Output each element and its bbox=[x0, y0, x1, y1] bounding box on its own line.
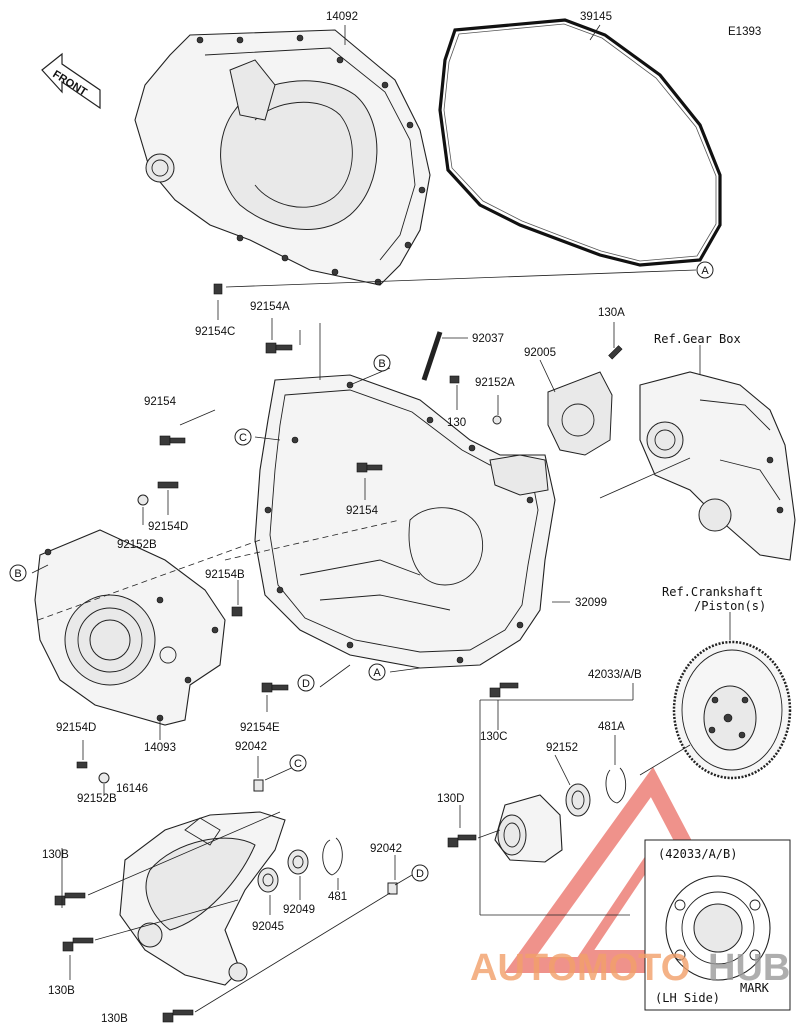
callout-c-bottom: C bbox=[289, 754, 307, 772]
washer-92152B-top bbox=[137, 494, 149, 506]
label-14093: 14093 bbox=[144, 742, 176, 754]
label-92037: 92037 bbox=[472, 333, 504, 345]
callout-d-bottom: D bbox=[411, 864, 429, 882]
one-way-clutch-42033 bbox=[494, 794, 563, 863]
label-92152A: 92152A bbox=[475, 377, 515, 389]
bolt-92154D-bottom bbox=[76, 761, 88, 769]
bearing-92152 bbox=[565, 783, 591, 817]
label-92045: 92045 bbox=[252, 921, 284, 933]
label-ref-crankshaft: Ref.Crankshaft bbox=[662, 585, 763, 599]
callout-c-top: C bbox=[234, 428, 252, 446]
clutch-cover-14092 bbox=[134, 29, 431, 286]
bolt-92154A bbox=[265, 342, 293, 354]
crankcase-cover-32099 bbox=[254, 374, 556, 669]
washer-92152B-bottom bbox=[98, 772, 110, 784]
label-130B-2: 130B bbox=[48, 985, 75, 997]
label-ref-gear-box: Ref.Gear Box bbox=[654, 332, 741, 346]
bolt-130D bbox=[447, 834, 477, 848]
circlip-481 bbox=[322, 837, 343, 876]
label-ref-piston: /Piston(s) bbox=[694, 599, 766, 613]
label-130C: 130C bbox=[480, 731, 508, 743]
housing-16146 bbox=[119, 811, 286, 986]
svg-text:C: C bbox=[294, 758, 302, 770]
bolt-130B-3 bbox=[162, 1009, 194, 1023]
label-32099: 32099 bbox=[575, 597, 607, 609]
svg-text:D: D bbox=[302, 678, 310, 690]
callout-d-mid: D bbox=[297, 674, 315, 692]
flywheel-reference bbox=[672, 640, 792, 780]
bolt-92154E bbox=[261, 682, 289, 693]
gasket-92005 bbox=[547, 371, 613, 456]
bolt-92154C bbox=[213, 283, 223, 295]
svg-text:A: A bbox=[373, 667, 381, 679]
bolt-92154-mid bbox=[356, 462, 383, 473]
bolt-130C bbox=[489, 682, 519, 698]
label-92154-left: 92154 bbox=[144, 396, 177, 408]
label-92154-mid: 92154 bbox=[346, 505, 379, 517]
label-92154D-bottom: 92154D bbox=[56, 722, 96, 734]
callout-a-top: A bbox=[696, 261, 714, 279]
label-16146: 16146 bbox=[116, 783, 148, 795]
label-39145: 39145 bbox=[580, 11, 612, 23]
label-130B-1: 130B bbox=[42, 849, 69, 861]
label-92154E: 92154E bbox=[240, 722, 280, 734]
washer-92152A bbox=[492, 415, 502, 425]
svg-text:B: B bbox=[14, 568, 21, 580]
label-130B-3: 130B bbox=[101, 1013, 128, 1025]
bolt-130A bbox=[608, 345, 623, 360]
label-92154D-top: 92154D bbox=[148, 521, 188, 533]
svg-text:B: B bbox=[378, 358, 385, 370]
bolt-130B-2 bbox=[62, 937, 94, 952]
label-92152: 92152 bbox=[546, 742, 578, 754]
watermark-text: AUTOMOTO HUB bbox=[470, 947, 790, 989]
label-92152B-top: 92152B bbox=[117, 539, 157, 551]
label-42033: 42033/A/B bbox=[588, 669, 642, 681]
leader-lines bbox=[31, 24, 731, 1013]
detail-box-title: (42033/A/B) bbox=[658, 847, 737, 861]
bolt-92154D-top bbox=[157, 481, 179, 489]
svg-text:D: D bbox=[416, 868, 424, 880]
label-92049: 92049 bbox=[283, 904, 315, 916]
callout-b-left: B bbox=[9, 564, 27, 582]
front-arrow-icon: FRONT bbox=[41, 52, 101, 110]
label-14092: 14092 bbox=[326, 11, 358, 23]
pin-92037 bbox=[421, 331, 443, 381]
label-92154A: 92154A bbox=[250, 301, 290, 313]
label-92042-bottom: 92042 bbox=[370, 843, 402, 855]
bolt-130B-1 bbox=[54, 892, 86, 906]
bolt-130 bbox=[449, 375, 460, 384]
bolt-92154-left bbox=[159, 435, 186, 446]
label-130A: 130A bbox=[598, 307, 625, 319]
label-92152B-bottom: 92152B bbox=[77, 793, 117, 805]
label-130: 130 bbox=[447, 417, 466, 429]
diagram-code: E1393 bbox=[728, 26, 761, 38]
bolt-92154B bbox=[231, 606, 243, 617]
watermark-part1: AUTOMOTO bbox=[470, 947, 690, 989]
detail-box: (42033/A/B) MARK (LH Side) bbox=[644, 839, 791, 1011]
callout-a-mid: A bbox=[368, 663, 386, 681]
callout-b-top: B bbox=[373, 354, 391, 372]
gear-box-reference bbox=[639, 371, 796, 561]
oil-seal-92045 bbox=[257, 867, 279, 893]
label-92154B: 92154B bbox=[205, 569, 245, 581]
label-92042-top: 92042 bbox=[235, 741, 267, 753]
label-92005: 92005 bbox=[524, 347, 556, 359]
label-481-left: 481 bbox=[328, 891, 347, 903]
label-481A: 481A bbox=[598, 721, 625, 733]
watermark-part2: HUB bbox=[708, 947, 790, 989]
svg-text:A: A bbox=[701, 265, 709, 277]
dowel-92042-bottom bbox=[387, 882, 398, 895]
dowel-92042-top bbox=[253, 779, 264, 792]
svg-text:C: C bbox=[239, 432, 247, 444]
lh-side-label: (LH Side) bbox=[655, 991, 720, 1005]
circlip-481A bbox=[605, 767, 627, 804]
label-92154C: 92154C bbox=[195, 326, 235, 338]
outer-cover-14093 bbox=[34, 529, 226, 726]
gasket-39145 bbox=[438, 18, 722, 267]
mark-label: MARK bbox=[740, 981, 770, 995]
oil-seal-92049 bbox=[287, 849, 309, 875]
label-130D: 130D bbox=[437, 793, 465, 805]
